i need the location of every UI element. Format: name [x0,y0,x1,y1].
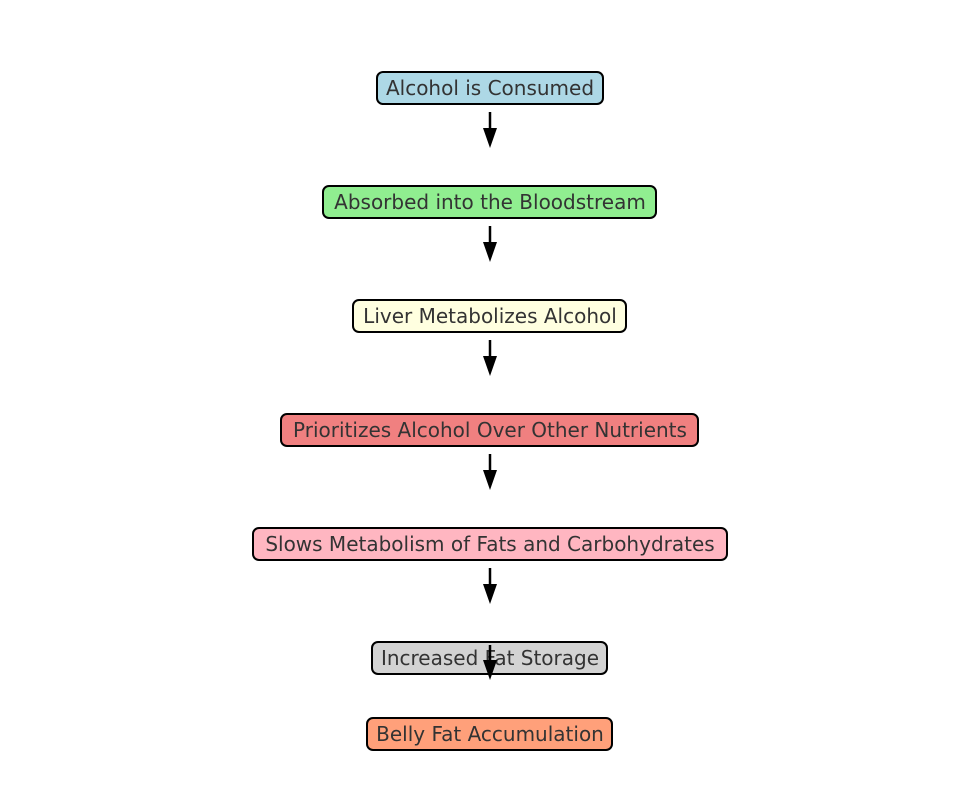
node-box [366,717,613,751]
node-label: Alcohol is Consumed [386,76,594,100]
node-liver-metabolizes: Liver Metabolizes Alcohol [352,299,627,333]
arrow-head [483,242,497,262]
flowchart-overlay-edges [483,645,497,680]
node-slows-metabolism: Slows Metabolism of Fats and Carbohydrat… [252,527,728,561]
node-box [280,413,699,447]
node-label: Belly Fat Accumulation [376,722,604,746]
node-belly-fat: Belly Fat Accumulation [366,717,613,751]
arrow-liver-to-prioritizes [483,340,497,376]
node-label: Slows Metabolism of Fats and Carbohydrat… [265,532,714,556]
node-box [252,527,728,561]
arrow-slows-to-storage [483,568,497,604]
arrow-consumed-to-absorbed [483,112,497,148]
arrow-head [483,584,497,604]
node-absorbed-bloodstream: Absorbed into the Bloodstream [322,185,657,219]
flowchart-nodes: Alcohol is Consumed Absorbed into the Bl… [252,71,728,751]
flowchart-edges [483,112,497,604]
node-box [352,299,627,333]
arrow-absorbed-to-liver [483,226,497,262]
arrow-prioritizes-to-slows [483,454,497,490]
arrow-head [483,660,497,680]
node-box [322,185,657,219]
arrow-head [483,128,497,148]
node-label: Liver Metabolizes Alcohol [363,304,617,328]
arrow-head [483,470,497,490]
node-label: Absorbed into the Bloodstream [334,190,646,214]
arrow-head [483,356,497,376]
node-label: Prioritizes Alcohol Over Other Nutrients [293,418,687,442]
arrow-storage-to-belly [483,645,497,680]
node-prioritizes-alcohol: Prioritizes Alcohol Over Other Nutrients [280,413,699,447]
node-alcohol-consumed: Alcohol is Consumed [376,71,604,105]
node-box [376,71,604,105]
